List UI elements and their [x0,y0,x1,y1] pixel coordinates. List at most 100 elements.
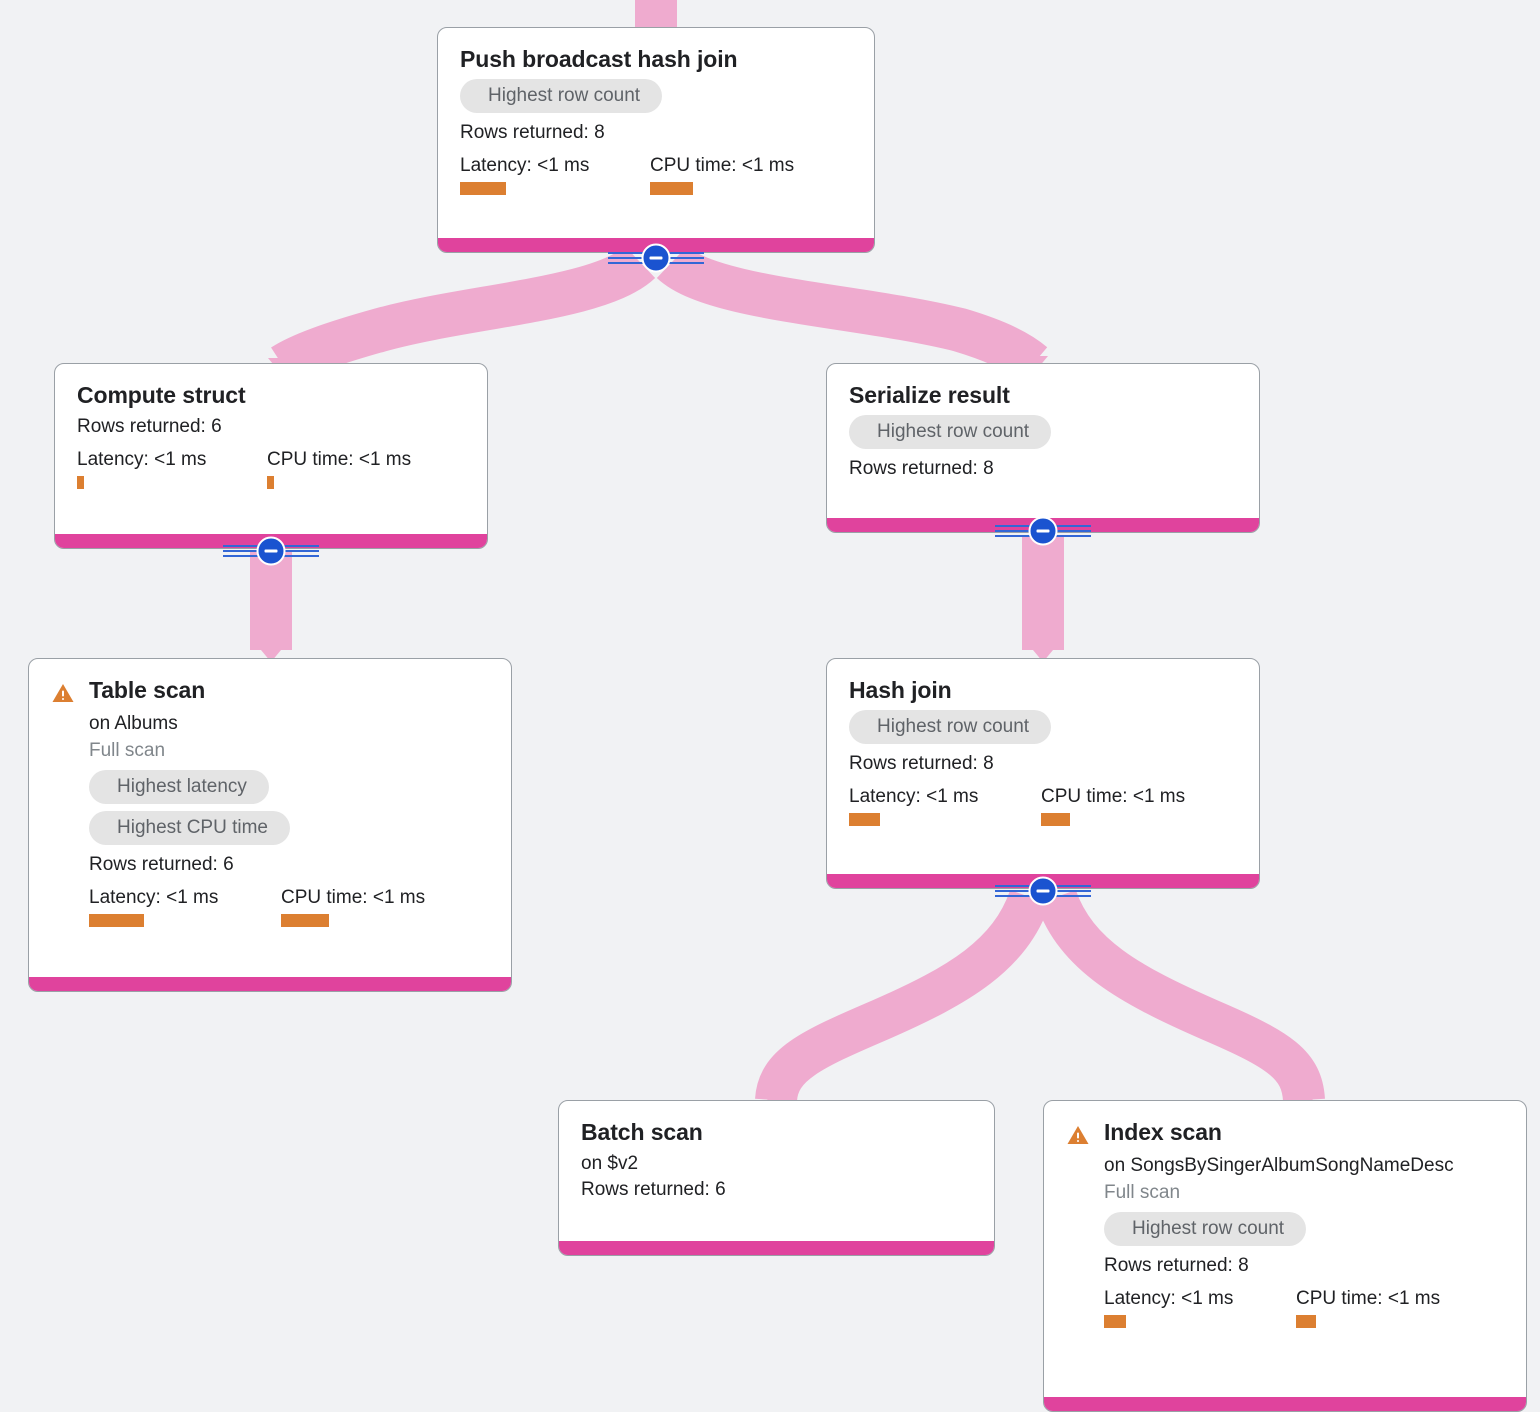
collapse-handle-compute-struct[interactable] [223,536,319,566]
latency-label: Latency: <1 ms [460,155,590,177]
node-scan-type: Full scan [89,739,166,761]
status-badge: Highest latency [89,770,269,805]
node-metrics: Latency: <1 ms CPU time: <1 ms [77,449,465,490]
node-title: Table scan [89,677,206,703]
cpu-label: CPU time: <1 ms [267,449,412,471]
latency-metric: Latency: <1 ms [77,449,267,490]
cpu-metric: CPU time: <1 ms [650,155,795,196]
node-subtitle: on Albums [89,713,178,734]
latency-metric: Latency: <1 ms [89,887,281,928]
latency-label: Latency: <1 ms [1104,1288,1234,1310]
collapse-handle-hash-join[interactable] [995,876,1091,906]
node-metrics: Latency: <1 ms CPU time: <1 ms [1104,1288,1504,1329]
cpu-metric: CPU time: <1 ms [1296,1288,1441,1329]
node-title: Hash join [849,677,952,703]
cpu-metric: CPU time: <1 ms [1041,786,1186,827]
node-title: Compute struct [77,382,246,408]
latency-label: Latency: <1 ms [77,449,207,471]
node-accent-bar [29,977,511,991]
node-detail-block: on SongsBySingerAlbumSongNameDesc Full s… [1066,1147,1504,1329]
node-body: Index scan on SongsBySingerAlbumSongName… [1044,1101,1526,1397]
node-title-row: Serialize result [849,382,1237,408]
node-badges: Highest row count [460,79,852,114]
status-badge: Highest row count [1104,1212,1307,1247]
node-metrics: Latency: <1 ms CPU time: <1 ms [89,887,489,928]
node-body: Serialize result Highest row count Rows … [827,364,1259,518]
rows-returned: Rows returned: 8 [1104,1255,1249,1277]
cpu-metric: CPU time: <1 ms [267,449,412,490]
latency-metric: Latency: <1 ms [1104,1288,1296,1329]
node-accent-bar [1044,1397,1526,1411]
node-title-row: Index scan [1066,1119,1504,1147]
rows-returned: Rows returned: 6 [89,854,234,876]
node-title-row: Compute struct [77,382,465,408]
plan-node-table-scan[interactable]: Table scan on Albums Full scan Highest l… [28,658,512,992]
node-body: Compute struct Rows returned: 6 Latency:… [55,364,487,534]
cpu-metric: CPU time: <1 ms [281,887,426,928]
cpu-bar [650,182,693,196]
cpu-label: CPU time: <1 ms [281,887,426,909]
latency-metric: Latency: <1 ms [460,155,650,196]
edge-push-broadcast-hash-join-to-compute-struct [271,244,656,385]
rows-returned: Rows returned: 6 [581,1179,726,1201]
node-metrics: Latency: <1 ms CPU time: <1 ms [460,155,852,196]
plan-node-serialize-result[interactable]: Serialize result Highest row count Rows … [826,363,1260,533]
node-title: Serialize result [849,382,1010,408]
cpu-label: CPU time: <1 ms [650,155,795,177]
edge-hash-join-to-batch-scan [755,889,1050,1103]
plan-node-push-broadcast-hash-join[interactable]: Push broadcast hash join Highest row cou… [437,27,875,253]
latency-bar [89,914,144,928]
node-body: Table scan on Albums Full scan Highest l… [29,659,511,977]
node-title: Batch scan [581,1119,703,1145]
latency-label: Latency: <1 ms [849,786,979,808]
rows-returned: Rows returned: 6 [77,416,222,438]
node-title-row: Table scan [51,677,489,705]
latency-bar [1104,1315,1126,1329]
latency-bar [77,476,84,490]
rows-returned: Rows returned: 8 [849,458,994,480]
latency-metric: Latency: <1 ms [849,786,1041,827]
node-title: Push broadcast hash join [460,46,738,72]
plan-node-compute-struct[interactable]: Compute struct Rows returned: 6 Latency:… [54,363,488,549]
minus-circle-icon[interactable] [1028,876,1058,906]
plan-node-index-scan[interactable]: Index scan on SongsBySingerAlbumSongName… [1043,1100,1527,1412]
node-scan-type: Full scan [1104,1181,1181,1203]
node-detail-block: on Albums Full scan Highest latency High… [51,705,489,928]
node-badges: Highest latency Highest CPU time [89,770,489,846]
warning-triangle-icon [1067,1126,1089,1144]
node-title-row: Hash join [849,677,1237,703]
cpu-bar [1041,813,1070,827]
status-badge: Highest row count [849,415,1052,450]
latency-bar [849,813,880,827]
minus-circle-icon[interactable] [256,536,286,566]
status-badge: Highest CPU time [89,811,290,846]
collapse-handle-push-broadcast-hash-join[interactable] [608,243,704,273]
status-badge: Highest row count [849,710,1052,745]
rows-returned: Rows returned: 8 [460,122,605,144]
minus-circle-icon[interactable] [1028,516,1058,546]
cpu-label: CPU time: <1 ms [1296,1288,1441,1310]
collapse-handle-serialize-result[interactable] [995,516,1091,546]
node-body: Push broadcast hash join Highest row cou… [438,28,874,238]
node-accent-bar [559,1241,994,1255]
plan-node-hash-join[interactable]: Hash join Highest row count Rows returne… [826,658,1260,889]
rows-returned: Rows returned: 8 [849,753,994,775]
latency-bar [460,182,506,196]
cpu-bar [1296,1315,1316,1329]
node-body: Batch scan on $v2 Rows returned: 6 [559,1101,994,1241]
latency-label: Latency: <1 ms [89,887,219,909]
node-title-row: Batch scan [581,1119,972,1145]
node-subtitle: on SongsBySingerAlbumSongNameDesc [1104,1155,1454,1176]
edge-push-broadcast-hash-join-to-serialize-result [656,244,1048,382]
cpu-label: CPU time: <1 ms [1041,786,1186,808]
node-metrics: Latency: <1 ms CPU time: <1 ms [849,786,1237,827]
minus-circle-icon[interactable] [641,243,671,273]
node-body: Hash join Highest row count Rows returne… [827,659,1259,874]
node-subtitle: on $v2 [581,1153,639,1175]
node-badges: Highest row count [1104,1212,1504,1247]
plan-node-batch-scan[interactable]: Batch scan on $v2 Rows returned: 6 [558,1100,995,1256]
warning-triangle-icon [52,684,74,702]
node-title-row: Push broadcast hash join [460,46,852,72]
status-badge: Highest row count [460,79,663,114]
